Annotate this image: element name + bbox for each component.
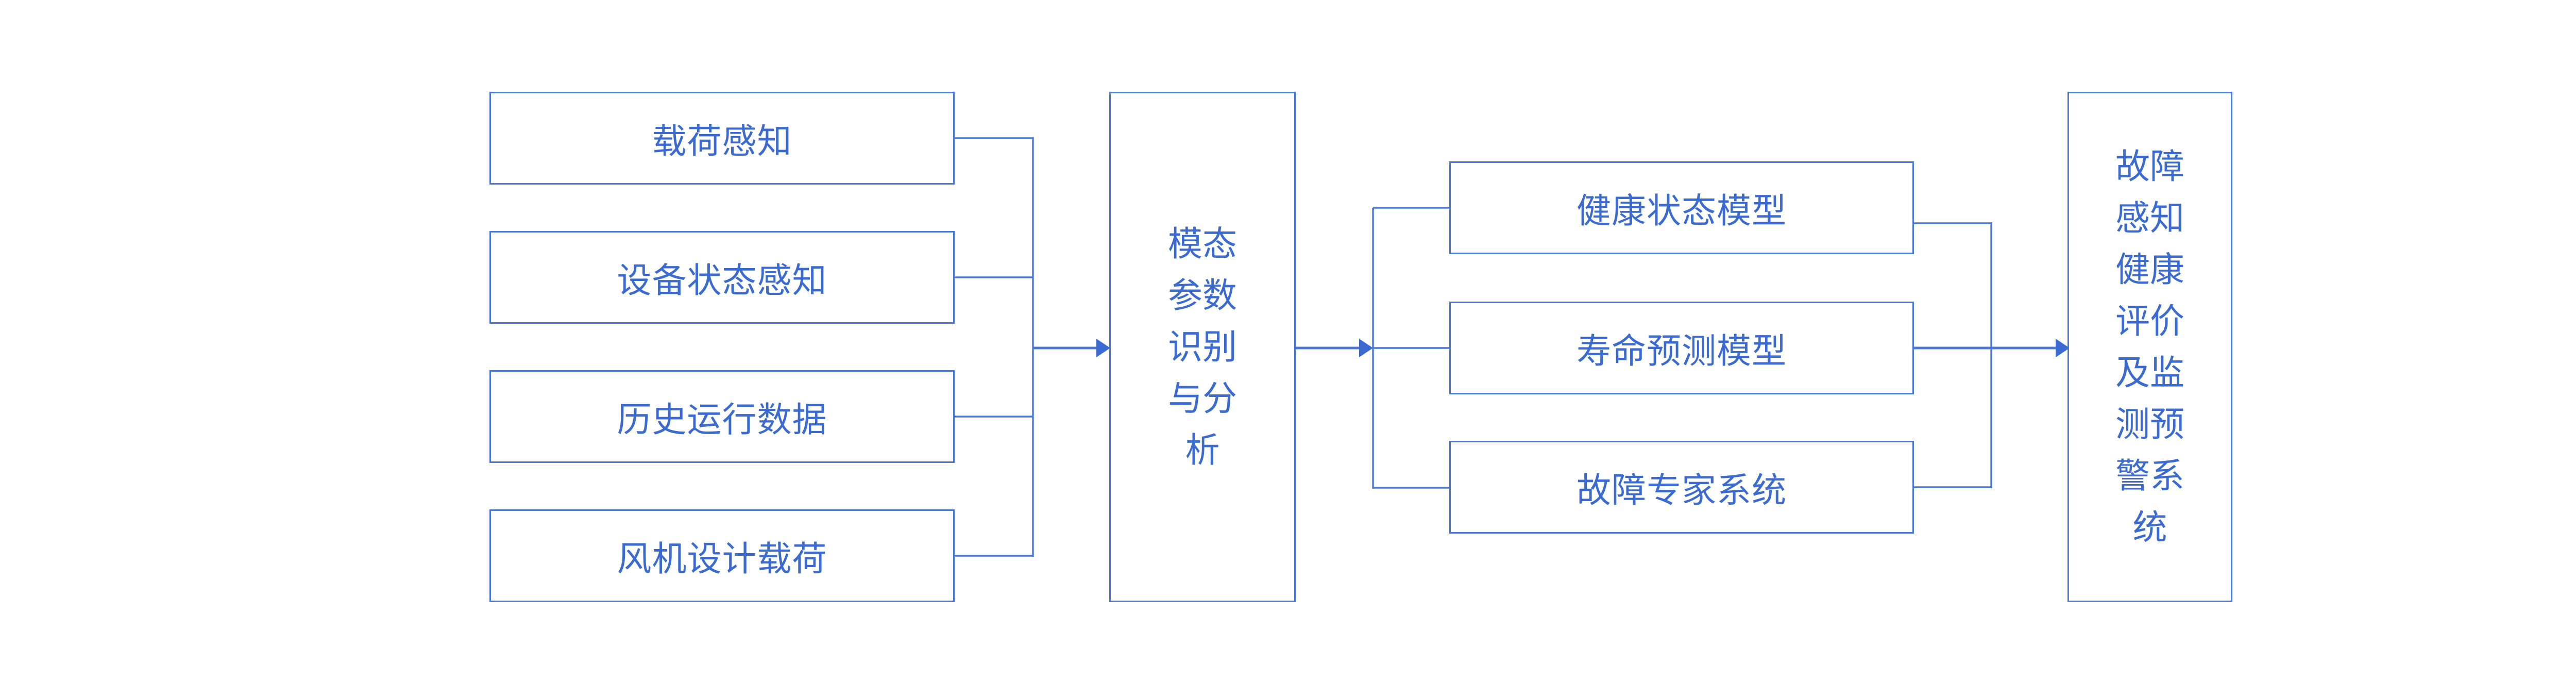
arrow-to-analysis-head bbox=[1096, 339, 1110, 357]
analysis-label-line: 与分 bbox=[1168, 378, 1237, 419]
input-label: 历史运行数据 bbox=[617, 399, 827, 440]
modal-analysis-box: 模态 参数 识别 与分 析 bbox=[1109, 92, 1296, 602]
input-box-load-sensing: 载荷感知 bbox=[489, 92, 955, 185]
analysis-label-line: 参数 bbox=[1168, 275, 1237, 316]
output-label-line: 健康 bbox=[2115, 250, 2184, 290]
output-label-line: 及监 bbox=[2115, 353, 2184, 393]
output-label-line: 评价 bbox=[2115, 301, 2184, 341]
analysis-label-line: 析 bbox=[1185, 430, 1220, 470]
input-box-equipment-status: 设备状态感知 bbox=[489, 231, 955, 324]
model-label: 故障专家系统 bbox=[1577, 470, 1787, 510]
analysis-label-line: 模态 bbox=[1168, 224, 1237, 264]
output-label-line: 警系 bbox=[2115, 456, 2184, 496]
output-label-line: 感知 bbox=[2115, 198, 2184, 238]
output-label-line: 测预 bbox=[2115, 404, 2184, 444]
input-box-design-load: 风机设计载荷 bbox=[489, 509, 955, 602]
arrow-to-output-head bbox=[2056, 339, 2070, 357]
model-box-fault-expert-system: 故障专家系统 bbox=[1449, 441, 1914, 534]
input-label: 风机设计载荷 bbox=[617, 538, 827, 579]
input-box-historical-data: 历史运行数据 bbox=[489, 370, 955, 463]
input-label: 设备状态感知 bbox=[617, 260, 827, 301]
output-system-box: 故障 感知 健康 评价 及监 测预 警系 统 bbox=[2067, 92, 2232, 602]
model-label: 健康状态模型 bbox=[1577, 190, 1787, 231]
input-label: 载荷感知 bbox=[652, 121, 792, 161]
output-label-line: 统 bbox=[2132, 507, 2167, 548]
output-label-line: 故障 bbox=[2115, 146, 2184, 187]
model-box-life-prediction: 寿命预测模型 bbox=[1449, 302, 1914, 394]
analysis-label-line: 识别 bbox=[1168, 327, 1237, 367]
model-box-health-state: 健康状态模型 bbox=[1449, 161, 1914, 254]
arrow-to-models-head bbox=[1359, 339, 1373, 357]
model-label: 寿命预测模型 bbox=[1577, 330, 1787, 371]
